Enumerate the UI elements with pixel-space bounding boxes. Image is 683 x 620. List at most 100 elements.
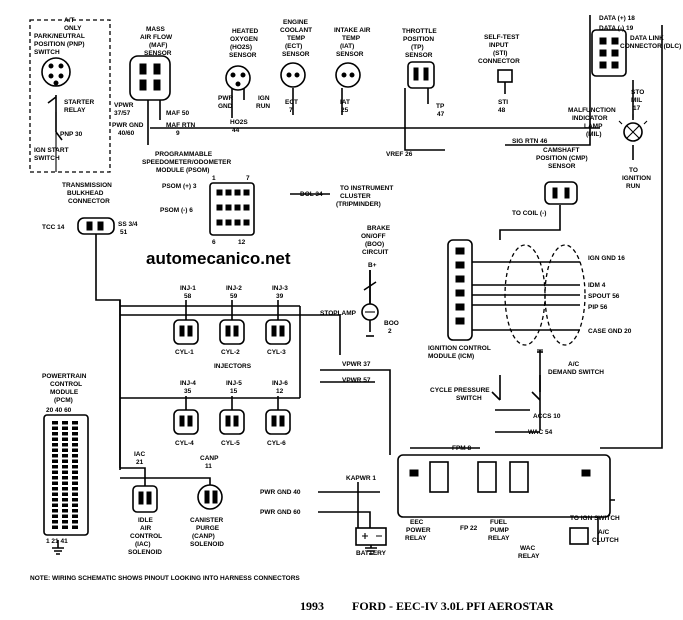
pcm-pin <box>52 498 58 502</box>
ac-demand-1: DEMAND SWITCH <box>548 369 604 376</box>
boo-stoplamp <box>361 270 379 332</box>
dlc-label-0: DATA LINK <box>630 35 664 42</box>
iac-label-4: SOLENOID <box>128 549 162 556</box>
ign-run-label-2: RUN <box>626 183 640 190</box>
ac-clutch-1: CLUTCH <box>592 537 619 544</box>
boo-label-3: CIRCUIT <box>362 249 388 256</box>
pcm-pin <box>62 487 68 491</box>
pcm-pin <box>72 459 78 463</box>
pcm-pin <box>62 498 68 502</box>
ign-start-label-0: IGN START <box>34 147 69 154</box>
iat-label-0: INTAKE AIR <box>334 27 371 34</box>
maf-label-1: AIR FLOW <box>140 34 173 41</box>
pcm-pin <box>72 520 78 524</box>
pcm-pin <box>62 481 68 485</box>
cyl5: CYL-5 <box>221 440 240 447</box>
pcm-pin <box>72 503 78 507</box>
sti-label-0: SELF-TEST <box>484 34 519 41</box>
injector-row-top <box>173 319 291 345</box>
pcm-pin <box>62 470 68 474</box>
ho2s-num-0: HO2S <box>230 119 248 126</box>
pwrgnd-maf-1: 40/60 <box>118 130 135 137</box>
cmp-label-2: SENSOR <box>548 163 576 170</box>
mafrtn-label: MAF RTN <box>166 122 196 129</box>
pcm-pin <box>62 432 68 436</box>
icm-label-0: IGNITION CONTROL <box>428 345 491 352</box>
kapwr-label: KAPWR 1 <box>346 475 376 482</box>
mil-lamp <box>618 114 648 142</box>
case-gnd-label: CASE GND 20 <box>588 328 632 335</box>
inj6-1: 12 <box>276 388 284 395</box>
pcm-pin <box>72 454 78 458</box>
cluster-label-1: CLUSTER <box>340 193 371 200</box>
icm-shield <box>504 244 586 346</box>
pcm-pin <box>52 476 58 480</box>
pcm-pin <box>72 481 78 485</box>
pcm-pin <box>52 492 58 496</box>
trans-wire-down <box>95 232 121 470</box>
cluster-label-2: (TRIPMINDER) <box>336 201 381 208</box>
left-bus <box>120 314 341 355</box>
ign-start-label-1: SWITCH <box>34 155 60 162</box>
iac-num-0: IAC <box>134 451 146 458</box>
pcm-label-0: POWERTRAIN <box>42 373 87 380</box>
injector-row-bottom <box>173 409 291 435</box>
pnp-dashed-box <box>29 19 111 173</box>
cyl6: CYL-6 <box>267 440 286 447</box>
maf-label-0: MASS <box>146 26 165 33</box>
to-ign-switch: TO IGN SWITCH <box>570 515 620 522</box>
sti-label-1: INPUT <box>489 42 509 49</box>
ho2s-num-1: 44 <box>232 127 240 134</box>
pnp-label-4: SWITCH <box>34 49 60 56</box>
ign-run-0: IGN <box>258 95 270 102</box>
fuel-pump-relay-1: PUMP <box>490 527 509 534</box>
maf-label-2: (MAF) <box>149 42 167 49</box>
stoplamp-label: STOPLAMP <box>320 310 357 317</box>
maf-label-3: SENSOR <box>144 50 172 57</box>
maf50-label: MAF 50 <box>166 110 190 117</box>
psom-label-1: SPEEDOMETER/ODOMETER <box>142 159 232 166</box>
sto-1: MIL <box>631 97 642 104</box>
canp-num-0: CANP <box>200 455 219 462</box>
vref-label: VREF 26 <box>386 151 413 158</box>
pcm-label-2: MODULE <box>50 389 79 396</box>
pcm-pin <box>72 492 78 496</box>
pcm-pins-top: 20 40 60 <box>46 407 72 414</box>
sigrtn-label: SIG RTN 46 <box>512 138 548 145</box>
boo-num-1: 2 <box>388 328 392 335</box>
iat-label-1: TEMP <box>342 35 361 42</box>
boo-label-2: (BOO) <box>365 241 384 248</box>
injectors-label: INJECTORS <box>214 363 252 370</box>
vpwr37-wire <box>320 369 391 455</box>
wac-relay-1: RELAY <box>518 553 540 560</box>
grounds <box>52 335 543 555</box>
ign-gnd-label: IGN GND 16 <box>588 255 625 262</box>
pcm-pin <box>62 421 68 425</box>
cyl2: CYL-2 <box>221 349 240 356</box>
ect-num-1: 7 <box>289 107 293 114</box>
fpm-label: FPM 8 <box>452 445 472 452</box>
battery <box>355 527 387 546</box>
vpwr37-label: VPWR 37 <box>342 361 371 368</box>
pcm-pin <box>72 426 78 430</box>
sto-2: 17 <box>633 105 641 112</box>
cycle-pressure-0: CYCLE PRESSURE <box>430 387 490 394</box>
pcm-pin <box>52 503 58 507</box>
inj5-1: 15 <box>230 388 238 395</box>
canp-solenoid <box>197 484 223 510</box>
title-text: FORD - EEC-IV 3.0L PFI AEROSTAR <box>352 599 554 613</box>
iac-label-2: CONTROL <box>130 533 162 540</box>
cycle-pressure-1: SWITCH <box>456 395 482 402</box>
cmp-to-icm <box>499 205 561 240</box>
pcm-pin <box>72 465 78 469</box>
inj2-0: INJ-2 <box>226 285 242 292</box>
tp-label-1: POSITION <box>403 36 434 43</box>
pcm-pin <box>62 492 68 496</box>
tcc14-label: TCC 14 <box>42 224 65 231</box>
ho2s-pin-1: GND <box>218 103 233 110</box>
mil-label-3: (MIL) <box>586 131 602 138</box>
pcm-pin <box>52 459 58 463</box>
eec-relay-1: POWER <box>406 527 431 534</box>
iat-label-2: (IAT) <box>340 43 354 50</box>
